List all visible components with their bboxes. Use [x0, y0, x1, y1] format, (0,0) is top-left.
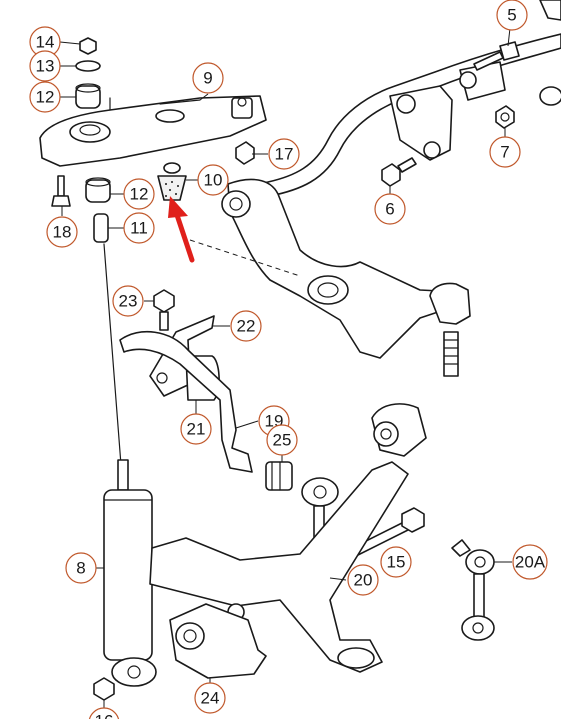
svg-text:6: 6: [385, 200, 394, 219]
callout-18: 18: [46, 216, 78, 248]
leader-lines: [59, 27, 512, 708]
bump-stop-10: [157, 162, 187, 201]
svg-text:5: 5: [507, 6, 516, 25]
svg-text:9: 9: [203, 69, 212, 88]
callout-10: 10: [197, 164, 229, 196]
svg-text:7: 7: [500, 143, 509, 162]
callout-8: 8: [65, 552, 97, 584]
svg-text:15: 15: [387, 553, 406, 572]
indicator-arrow: [168, 196, 195, 263]
callout-12-lower: 12: [123, 178, 155, 210]
callout-7: 7: [489, 136, 521, 168]
svg-text:22: 22: [237, 317, 256, 336]
shock-piston-rod: [103, 243, 123, 479]
bolt-5: [473, 41, 520, 71]
callout-9: 9: [192, 62, 224, 94]
svg-text:12: 12: [130, 185, 149, 204]
bushing-24: [169, 603, 267, 679]
svg-text:13: 13: [36, 57, 55, 76]
nut-17: [235, 141, 255, 165]
bolt-18: [51, 175, 71, 207]
callout-24: 24: [194, 682, 226, 714]
svg-text:16: 16: [95, 712, 114, 719]
svg-text:21: 21: [187, 420, 206, 439]
nut-7: [495, 105, 515, 129]
svg-text:11: 11: [130, 219, 148, 238]
svg-text:12: 12: [36, 88, 55, 107]
stabilizer-clamp: [389, 0, 561, 161]
callout-21: 21: [180, 413, 212, 445]
bolt-23: [153, 289, 175, 331]
callout-5: 5: [496, 0, 528, 31]
alignment-line: [189, 239, 301, 277]
bolt-6: [381, 157, 417, 187]
svg-text:10: 10: [204, 171, 223, 190]
bushing-12-lower: [85, 177, 111, 203]
callout-22: 22: [230, 310, 262, 342]
svg-text:8: 8: [76, 559, 85, 578]
svg-text:18: 18: [53, 223, 72, 242]
svg-text:23: 23: [119, 292, 138, 311]
callout-16: 16: [88, 707, 120, 719]
callout-17: 17: [268, 138, 300, 170]
callout-11: 11: [123, 212, 155, 244]
nut-16: [93, 677, 115, 701]
nut-14: [79, 37, 97, 55]
stabilizer-bar-end-19: [119, 330, 253, 473]
bushing-12-upper: [75, 83, 101, 109]
callout-23: 23: [112, 285, 144, 317]
shock-absorber-8: [103, 459, 157, 687]
svg-text:20A: 20A: [515, 553, 546, 572]
callout-12-upper: 12: [29, 81, 61, 113]
callout-15: 15: [380, 546, 412, 578]
bushing-25: [265, 461, 293, 491]
upper-control-arm: [221, 178, 471, 377]
strut-mount-9: [39, 95, 267, 167]
svg-text:25: 25: [273, 431, 292, 450]
svg-text:20: 20: [354, 571, 373, 590]
callout-25: 25: [266, 424, 298, 456]
callout-20: 20: [347, 564, 379, 596]
callout-13: 13: [29, 50, 61, 82]
link-20a: [451, 539, 495, 641]
callout-20a: 20A: [512, 544, 548, 580]
washer-13: [75, 60, 101, 72]
spacer-tube-11: [93, 213, 109, 243]
svg-text:17: 17: [275, 145, 294, 164]
svg-text:24: 24: [201, 689, 220, 708]
callout-6: 6: [374, 193, 406, 225]
svg-text:14: 14: [36, 33, 55, 52]
